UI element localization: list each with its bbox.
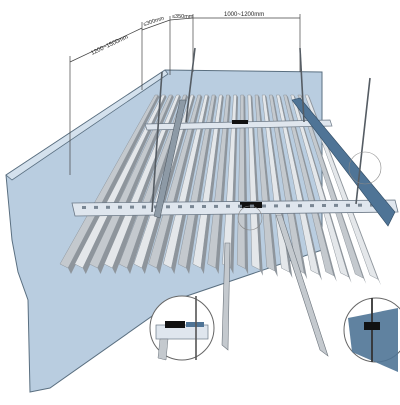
baffle-strip-side [97,95,174,274]
carrier-hole [118,205,122,209]
left-angle-bracket [153,99,187,219]
carrier-hole [214,204,218,208]
baffle-strip-side [215,95,231,274]
carrier-hole [274,204,278,208]
carrier-hole [166,205,170,209]
baffle-strip-side [300,95,367,285]
carrier-hole [238,204,242,208]
carrier-hole [178,205,182,209]
loose-strip-left [221,242,231,351]
hanger-rod-icon [185,47,196,123]
baffle-strip-side [82,95,167,274]
hanger-rod-icon [151,71,163,213]
carrier-hole [334,203,338,207]
baffle-strip-side [68,95,160,274]
carrier-hole [82,206,86,209]
right-angle-bracket [291,97,396,227]
carrier-hole [94,205,98,209]
baffle-strip-side [279,95,322,281]
detail-magnifier-right [343,297,400,372]
carrier-hole [226,204,230,208]
baffle-strip-side [230,95,239,274]
carrier-hole [130,205,134,209]
rear-carrier-bar-icon [144,119,333,131]
wall-edge [5,69,169,181]
baffle-strips [59,94,381,286]
baffle-strip-side [258,95,278,277]
carrier-hole [106,205,110,209]
carrier-hole [358,203,362,207]
baffle-strip-side [286,95,337,282]
dimension-label-span-c: ≤350mm [172,14,194,20]
carrier-hole [298,204,302,208]
hanger-rod-icon [299,47,305,123]
loose-strip-right [275,214,329,357]
hanger-rods [151,47,371,213]
baffle-strip-side [186,95,217,274]
baffle-strip-side [171,95,210,274]
hanger-rod-icon [355,77,371,205]
carrier-hole [262,204,266,208]
detail-pointer-lines [237,151,382,231]
baffle-strip-side [272,95,308,280]
baffle-strip-side [112,95,181,274]
baffle-strip-side [200,95,224,274]
carrier-hole [346,203,350,207]
baffle-strip-side [156,95,203,274]
baffle-strip-side [293,95,352,283]
dimension-label-span-d: 1000~1200mm [224,12,264,18]
carrier-hole [310,204,314,208]
carrier-hole [190,205,194,209]
dimension-label-span-a: 1200~1500mm [90,34,129,56]
baffle-strip-side [141,95,196,274]
carrier-hole [286,204,290,208]
detail-magnifier-left [149,295,215,361]
carrier-hole [202,205,206,208]
carrier-hole [142,205,146,209]
baffle-strip-side [250,95,263,276]
carrier-hole [322,204,326,207]
